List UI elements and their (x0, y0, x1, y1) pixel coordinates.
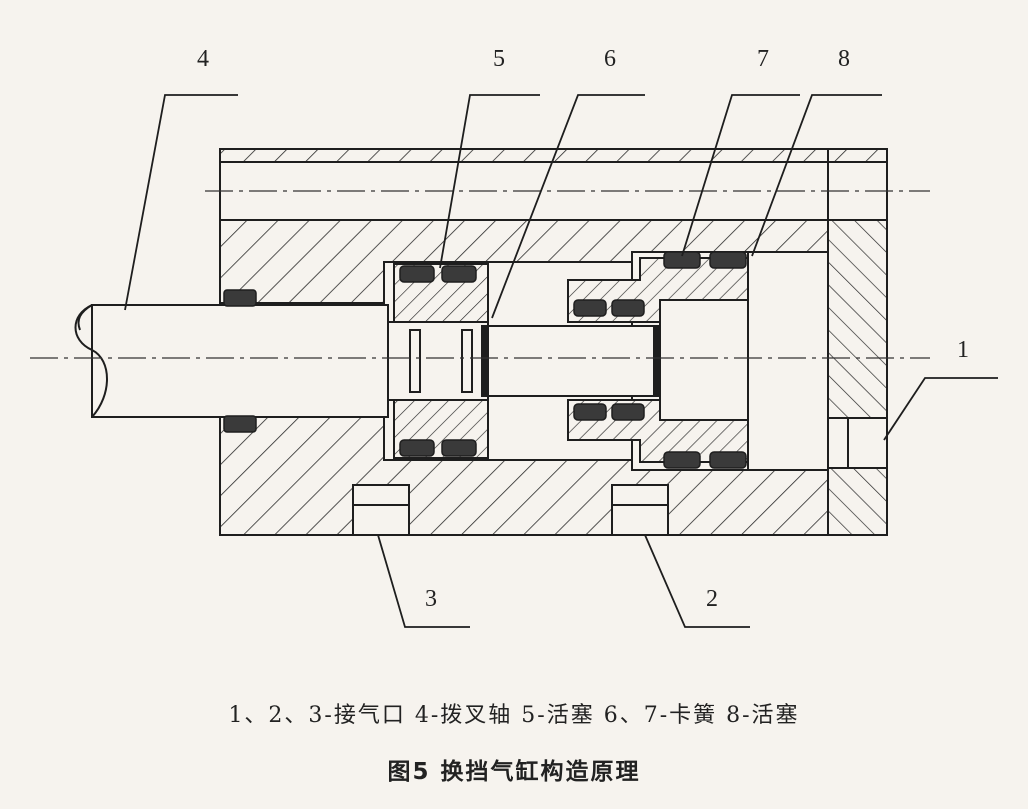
label-6: 6 (604, 46, 616, 72)
port-2 (611, 484, 669, 536)
leader-8 (751, 94, 882, 257)
label-5: 5 (493, 46, 505, 72)
seal-5d (441, 439, 477, 457)
leader-7 (681, 94, 800, 257)
label-1: 1 (957, 337, 969, 363)
seal-8b (611, 299, 645, 317)
figure-legend: 1、2、3-接气口 4-拨叉轴 5-活塞 6、7-卡簧 8-活塞 (228, 703, 800, 728)
seal-shaft-bottom (223, 415, 257, 433)
label-7: 7 (757, 46, 769, 72)
leader-6 (491, 94, 645, 319)
port-1 (827, 417, 888, 469)
seal-8e (663, 251, 701, 269)
label-2: 2 (706, 586, 718, 612)
seal-8f (709, 251, 747, 269)
label-4: 4 (197, 46, 209, 72)
seal-5b (441, 265, 477, 283)
leader-1 (883, 377, 998, 441)
leader-5 (439, 94, 540, 269)
seal-8h (709, 451, 747, 469)
seal-8g (663, 451, 701, 469)
seal-5c (399, 439, 435, 457)
seal-shaft-top (223, 289, 257, 307)
leader-4 (124, 94, 238, 311)
seal-8d (611, 403, 645, 421)
end-cap (827, 219, 888, 536)
label-3: 3 (425, 586, 437, 612)
leader-3 (377, 534, 470, 628)
leader-2 (644, 534, 750, 628)
fork-shaft (91, 304, 389, 418)
figure-title: 图5 换挡气缸构造原理 (387, 759, 641, 785)
seal-8a (573, 299, 607, 317)
seal-5a (399, 265, 435, 283)
circlip-7 (653, 325, 661, 397)
label-8: 8 (838, 46, 850, 72)
port-3 (352, 484, 410, 536)
circlip-6 (481, 325, 489, 397)
shaft-neck (487, 325, 661, 397)
seal-8c (573, 403, 607, 421)
shaft-break (74, 304, 108, 418)
